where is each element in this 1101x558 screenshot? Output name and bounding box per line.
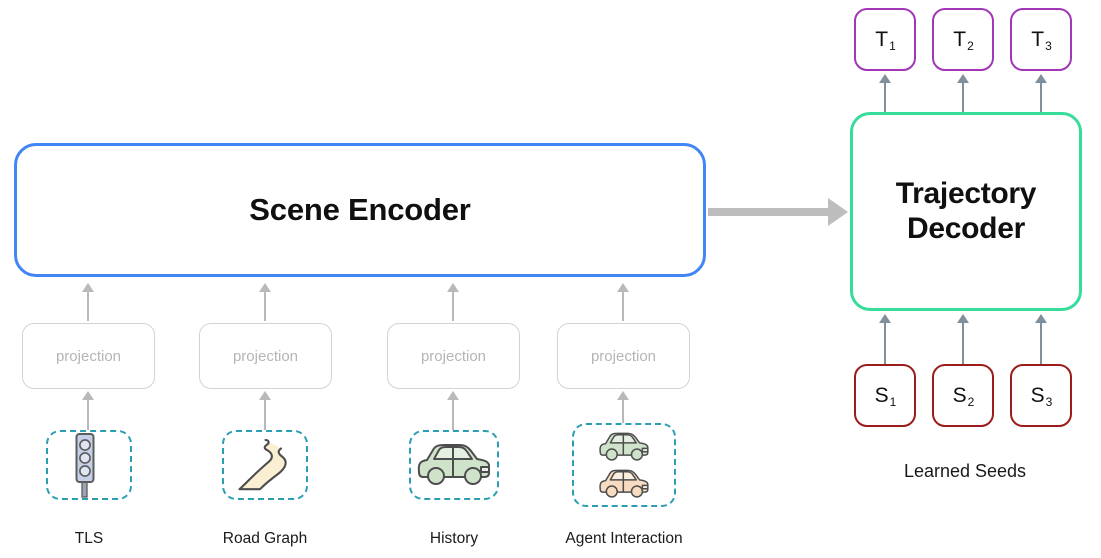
trajectory-decoder-box: Trajectory Decoder	[850, 112, 1082, 311]
arrow-projection-to-encoder-road-graph	[259, 283, 272, 321]
arrow-input-to-projection-tls	[82, 391, 95, 431]
arrow-s1-to-decoder	[879, 314, 892, 364]
seed-token-label-s3: S3	[1030, 384, 1053, 409]
seed-token-box-s2: S2	[932, 364, 994, 427]
seed-token-box-s1: S1	[854, 364, 916, 427]
two-cars-icon-bottom	[599, 469, 649, 498]
input-caption-road-graph: Road Graph	[222, 530, 308, 547]
two-cars-icon-top	[599, 432, 649, 461]
projection-label: projection	[590, 347, 657, 365]
output-token-label-t3: T3	[1031, 28, 1052, 53]
projection-box-tls: projection	[22, 323, 155, 389]
arrow-input-to-projection-history	[447, 391, 460, 431]
seed-token-label-s1: S1	[874, 384, 897, 409]
input-caption-history: History	[429, 530, 479, 547]
output-token-box-t1: T1	[854, 8, 916, 71]
trajectory-decoder-label-line1: Trajectory	[895, 176, 1037, 210]
output-token-box-t3: T3	[1010, 8, 1072, 71]
arrow-s2-to-decoder	[957, 314, 970, 364]
input-caption-agent-interaction: Agent Interaction	[565, 530, 683, 547]
projection-box-history: projection	[387, 323, 520, 389]
input-box-history	[409, 430, 499, 500]
output-token-label-t1: T1	[875, 28, 896, 53]
scene-encoder-label: Scene Encoder	[249, 192, 471, 227]
arrow-projection-to-encoder-tls	[82, 283, 95, 321]
output-token-label-t2: T2	[953, 28, 974, 53]
input-box-tls	[46, 430, 132, 500]
arrow-decoder-to-t2	[957, 74, 970, 112]
arrow-decoder-to-t1	[879, 74, 892, 112]
input-box-road-graph	[222, 430, 308, 500]
arrow-input-to-projection-agent-interaction	[617, 391, 630, 427]
encoder-to-decoder-arrow-head	[828, 198, 848, 226]
input-box-agent-interaction	[572, 423, 676, 507]
projection-label: projection	[232, 347, 299, 365]
arrow-s3-to-decoder	[1035, 314, 1048, 364]
traffic-light-icon	[75, 433, 95, 498]
trajectory-decoder-label: Trajectory Decoder	[895, 176, 1037, 247]
arrow-projection-to-encoder-history	[447, 283, 460, 321]
arrow-projection-to-encoder-agent-interaction	[617, 283, 630, 321]
input-caption-tls: TLS	[74, 530, 104, 547]
output-token-box-t2: T2	[932, 8, 994, 71]
projection-box-road-graph: projection	[199, 323, 332, 389]
learned-seeds-caption: Learned Seeds	[903, 461, 1027, 481]
arrow-input-to-projection-road-graph	[259, 391, 272, 431]
seed-token-box-s3: S3	[1010, 364, 1072, 427]
projection-label: projection	[55, 347, 122, 365]
trajectory-decoder-label-line2: Decoder	[907, 211, 1025, 245]
winding-road-icon	[238, 438, 287, 491]
single-car-icon	[417, 444, 490, 485]
encoder-to-decoder-arrow-shaft	[708, 208, 836, 216]
scene-encoder-box: Scene Encoder	[14, 143, 706, 277]
arrow-decoder-to-t3	[1035, 74, 1048, 112]
seed-token-label-s2: S2	[952, 384, 975, 409]
projection-box-agent-interaction: projection	[557, 323, 690, 389]
projection-label: projection	[420, 347, 487, 365]
